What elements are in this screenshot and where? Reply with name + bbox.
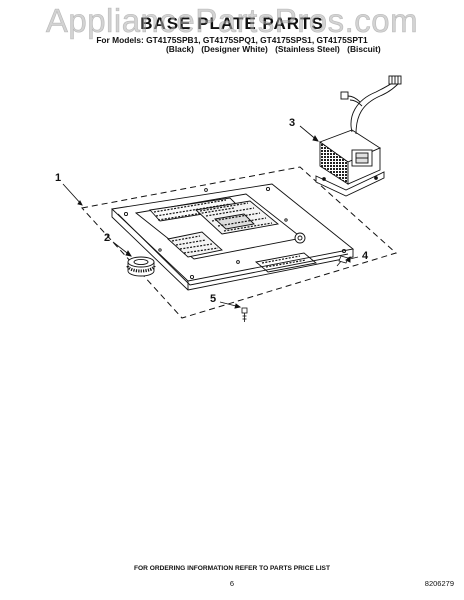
variant-label: (Designer White): [201, 44, 268, 54]
callout-4: 4: [362, 250, 369, 262]
rubber-foot: [126, 256, 156, 277]
callout-5: 5: [210, 293, 217, 305]
callout-1: 1: [55, 172, 62, 184]
document-number: 8206279: [424, 579, 454, 588]
model-variants: (Black) (Designer White) (Stainless Stee…: [166, 44, 386, 54]
screw-part-4: [336, 255, 349, 267]
variant-label: (Biscuit): [347, 44, 381, 54]
callout-2: 2: [104, 232, 111, 244]
models-line: For Models: GT4175SPB1, GT4175SPQ1, GT41…: [96, 35, 368, 45]
assembly-boundary: [81, 166, 397, 319]
leader-lines: [62, 125, 359, 309]
ordering-note: FOR ORDERING INFORMATION REFER TO PARTS …: [134, 565, 330, 572]
wire-harness: [340, 75, 402, 135]
variant-label: (Black): [166, 44, 194, 54]
page-title: BASE PLATE PARTS: [140, 14, 324, 33]
screw-part-5: [241, 307, 248, 322]
transformer: [315, 129, 385, 197]
page-number: 6: [229, 579, 235, 588]
vent-slots: [153, 199, 307, 268]
callout-3: 3: [289, 117, 296, 129]
variant-label: (Stainless Steel): [275, 44, 340, 54]
